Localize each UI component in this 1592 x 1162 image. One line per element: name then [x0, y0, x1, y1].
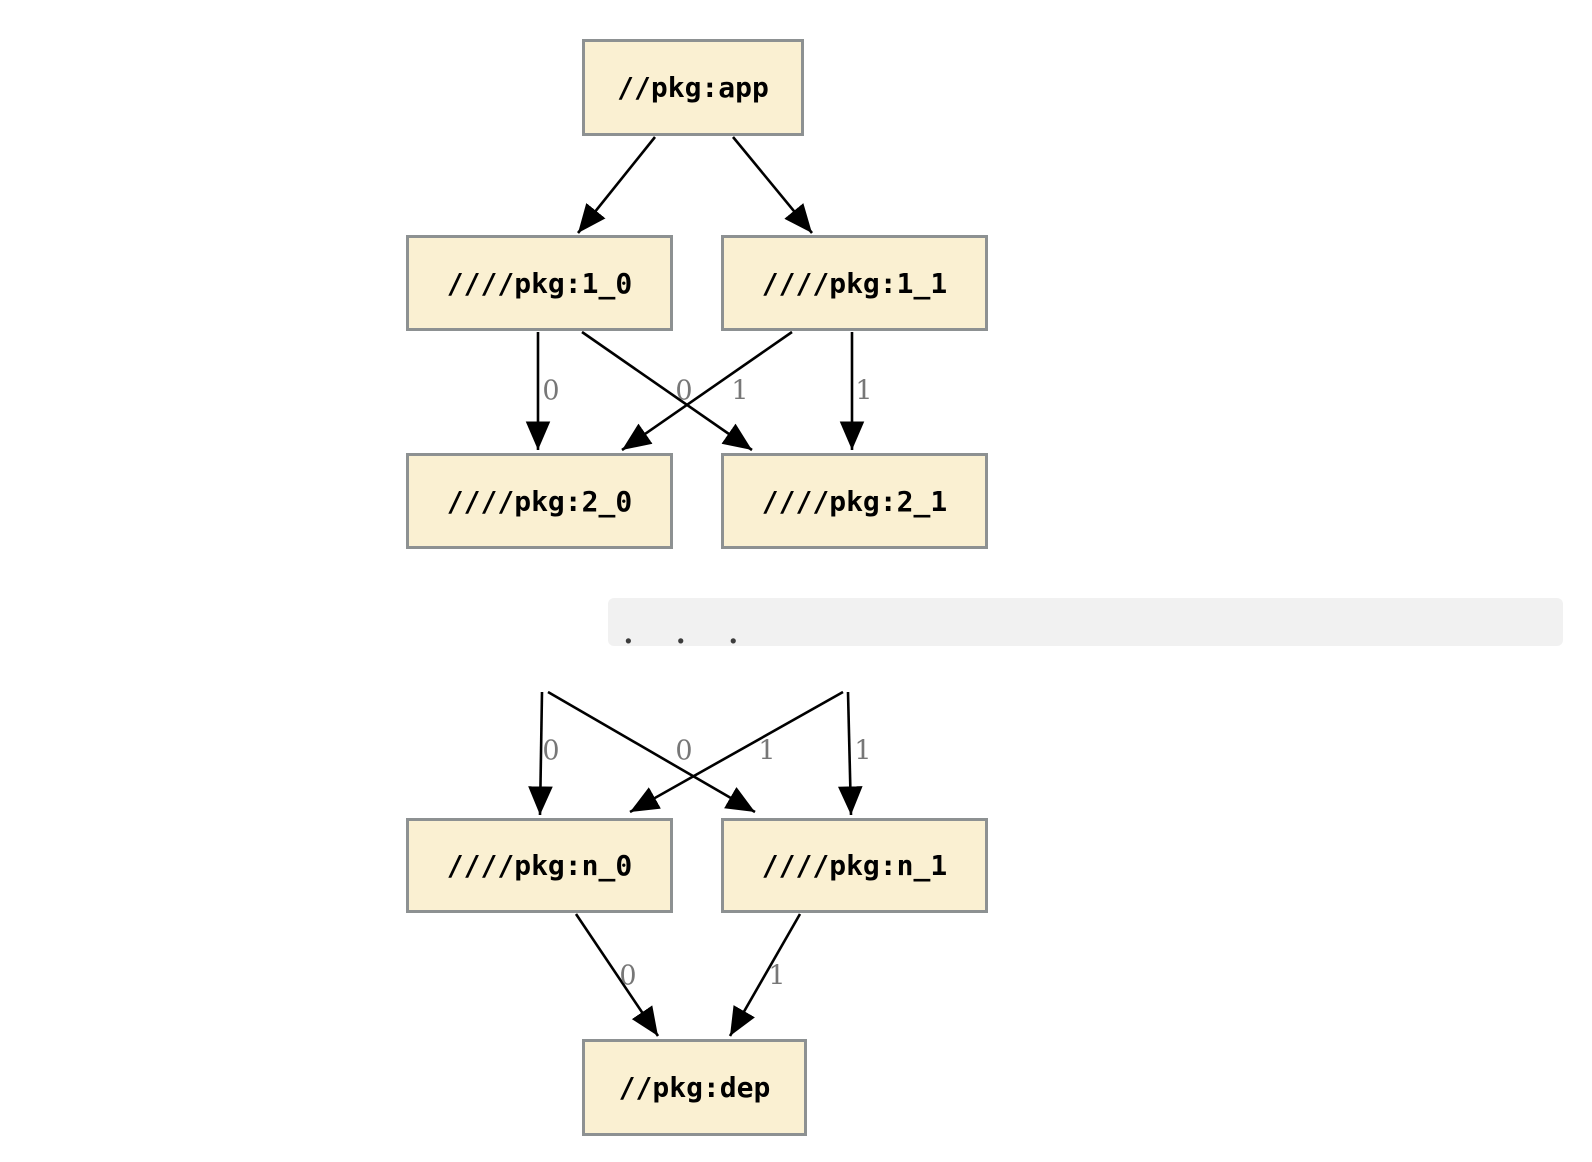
edge-label-1_1-to-2_1: 1	[855, 375, 873, 407]
edge-label-1_0-to-2_0: 0	[542, 375, 560, 407]
edge-label-to-n_0-cross: 0	[675, 735, 693, 767]
node-pkg-2_1: ////pkg:2_1	[721, 453, 988, 549]
edge-app-to-1_1	[731, 136, 814, 234]
edge-label-to-n_0-straight: 0	[542, 735, 560, 767]
edge-label-n_1-to-dep: 1	[768, 960, 786, 992]
ellipsis-bar: . . .	[608, 598, 1563, 653]
edge-label-to-n_1-straight: 1	[854, 735, 872, 767]
edge-above-to-n_0-straight	[528, 691, 553, 816]
edge-label-to-n_1-cross: 1	[758, 735, 776, 767]
node-pkg-2_0: ////pkg:2_0	[406, 453, 673, 549]
node-pkg-dep: //pkg:dep	[582, 1039, 807, 1136]
node-pkg-n_0: ////pkg:n_0	[406, 818, 673, 913]
node-pkg-n_1: ////pkg:n_1	[721, 818, 988, 913]
node-pkg-1_1: ////pkg:1_1	[721, 235, 988, 331]
edge-1_1-to-2_0	[621, 330, 793, 452]
edge-above-to-n_0-cross	[629, 690, 844, 814]
ellipsis-dots: . . .	[622, 607, 740, 653]
edge-label-1_0-to-2_1: 1	[731, 375, 749, 407]
edge-above-to-n_1-straight	[838, 691, 863, 816]
edge-app-to-1_0	[576, 136, 657, 234]
node-pkg-1_0: ////pkg:1_0	[406, 235, 673, 331]
edge-label-n_0-to-dep: 0	[619, 960, 637, 992]
edge-n_1-to-dep	[728, 913, 802, 1037]
edge-above-to-n_1-cross	[547, 690, 756, 814]
node-pkg-app: //pkg:app	[582, 39, 804, 136]
edge-label-1_1-to-2_0: 0	[675, 375, 693, 407]
edge-1_0-to-2_1	[581, 330, 753, 452]
edge-n_0-to-dep	[574, 913, 660, 1037]
